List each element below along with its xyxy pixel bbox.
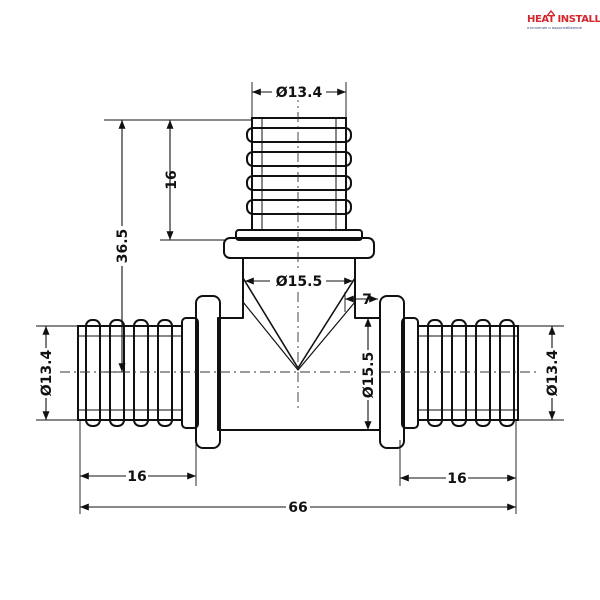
fitting-body: [181, 229, 419, 449]
label-right-diameter: Ø13.4: [545, 350, 561, 397]
label-left-end-length: 16: [127, 469, 146, 485]
label-top-diameter: Ø13.4: [276, 85, 323, 101]
brand-tagline: отопление и водоснабжение: [527, 26, 582, 30]
branch-bore-cone: [242, 277, 356, 369]
brand-logo: HEAT INSTALL отопление и водоснабжение: [527, 10, 600, 34]
run-body-outline: [217, 257, 381, 431]
label-branch-length: 16: [164, 170, 180, 189]
label-branch-height: 36.5: [115, 229, 131, 264]
label-run-bore: Ø15.5: [361, 352, 377, 398]
left-spigot: [77, 319, 183, 427]
label-overall-length: 66: [288, 500, 307, 516]
top-spigot: [246, 117, 352, 231]
brand-name: HEAT INSTALL: [527, 14, 600, 25]
top-collar: [223, 237, 375, 259]
dimension-lines: [42, 88, 556, 511]
dimension-labels: Ø13.4 16 36.5 Ø15.5 7 Ø15.5 Ø13.4 Ø13.4 …: [37, 82, 561, 516]
house-roof-icon: [547, 10, 555, 16]
label-branch-bore: Ø15.5: [276, 274, 322, 290]
centerlines: [60, 92, 540, 410]
label-right-end-length: 16: [447, 471, 466, 487]
label-wall-offset: 7: [362, 292, 372, 308]
extension-lines: [36, 82, 564, 514]
right-spigot: [417, 319, 519, 427]
label-left-diameter: Ø13.4: [39, 350, 55, 397]
